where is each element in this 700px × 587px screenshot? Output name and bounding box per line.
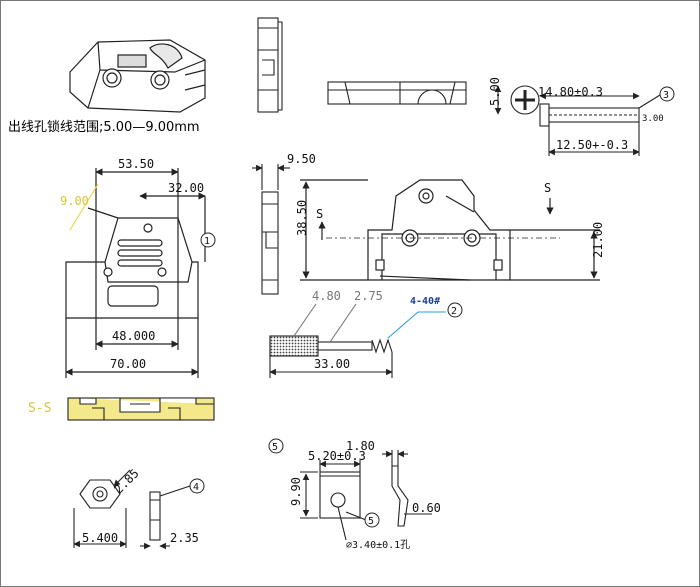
side-width-dim: 9.50 — [287, 152, 316, 166]
section-view — [300, 179, 600, 281]
svg-text:4: 4 — [193, 482, 199, 493]
callout-1: 1 — [204, 236, 210, 247]
front-top-dim: 53.50 — [118, 157, 154, 171]
callout-3-circle — [659, 86, 675, 102]
side-view-top — [257, 17, 283, 113]
front-base-dim: 48.000 — [112, 329, 155, 343]
nut-width-dim: 5.400 — [82, 531, 118, 545]
callout-5-bottom: 5 — [368, 516, 374, 527]
pin-head-dim: 5.00 — [488, 77, 502, 106]
clamp-height-dim: 9.90 — [289, 477, 303, 506]
hex-nut-view — [73, 469, 191, 550]
side-view-middle — [252, 164, 290, 295]
clamp-thick-dim: 0.60 — [412, 501, 441, 515]
callout-2: 2 — [451, 306, 457, 317]
callout-1-circle — [200, 232, 216, 248]
callout-5-top: 5 — [272, 442, 278, 453]
clamp-hole-dim: ⌀3.40±0.1孔 — [346, 539, 410, 551]
callout-5-circle-bottom — [364, 512, 380, 528]
front-angle-dim: 9.00 — [60, 194, 89, 208]
top-flat-view — [327, 81, 467, 105]
nut-side-dim: 2.85 — [111, 466, 141, 496]
clamp-view — [300, 450, 432, 541]
wire-clamp-range-note: 出线孔锁线范围;5.00—9.00mm — [8, 120, 200, 135]
screw-shank-dim: 2.75 — [354, 289, 383, 303]
screw-thread-label: 4-40# — [410, 296, 440, 307]
pin-length2-dim: 12.50+-0.3 — [556, 138, 628, 152]
clamp-width-dim: 5.20±0.3 — [308, 449, 366, 463]
callout-2-circle — [447, 302, 463, 318]
pin-diam-dim: 3.00 — [642, 114, 664, 124]
nut-thick-dim: 2.35 — [170, 531, 199, 545]
pin-view — [494, 85, 661, 156]
front-view — [65, 168, 206, 378]
callout-4-circle — [189, 478, 205, 494]
isometric-view — [69, 39, 206, 113]
section-right-dim: 21.00 — [591, 222, 605, 258]
screw-knurl-dim: 4.80 — [312, 289, 341, 303]
ss-section-label: S-S — [28, 401, 51, 416]
front-right-dim: 32.00 — [168, 181, 204, 195]
callout-3: 3 — [663, 90, 669, 101]
cut-mark-right: S — [544, 181, 551, 195]
screw-length-dim: 33.00 — [314, 357, 350, 371]
section-height-dim: 38.50 — [295, 200, 309, 236]
pin-length-dim: 14.80±0.3 — [538, 85, 603, 99]
callout-5-circle-top — [268, 438, 284, 454]
clamp-top-dim: 1.80 — [346, 439, 375, 453]
ss-section — [67, 397, 215, 421]
screw-view — [269, 303, 446, 378]
cut-mark-left: S — [316, 207, 323, 221]
front-total-dim: 70.00 — [110, 357, 146, 371]
